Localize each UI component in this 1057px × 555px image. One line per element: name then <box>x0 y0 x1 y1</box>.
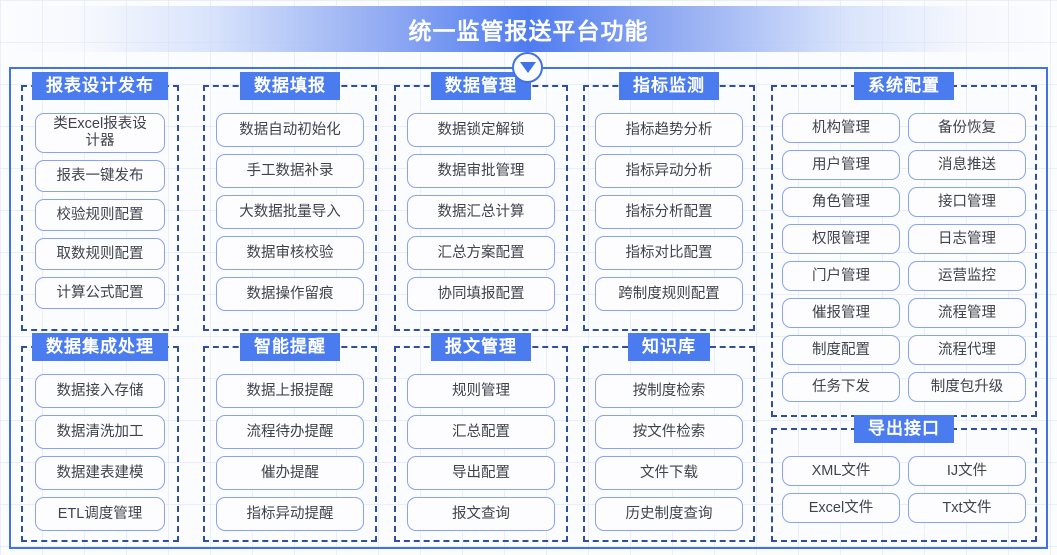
group-title-indicator-monitoring: 指标监测 <box>619 72 719 100</box>
feature-pill[interactable]: 校验规则配置 <box>35 199 165 231</box>
feature-pill[interactable]: 流程待办提醒 <box>216 415 364 449</box>
feature-pill[interactable]: Excel文件 <box>782 493 900 523</box>
group-indicator-monitoring: 指标监测 指标趋势分析 指标异动分析 指标分析配置 指标对比配置 跨制度规则配置 <box>583 72 755 331</box>
feature-pill[interactable]: 跨制度规则配置 <box>595 277 743 311</box>
feature-pill[interactable]: 数据清洗加工 <box>35 415 165 449</box>
feature-pill[interactable]: 报文查询 <box>407 497 555 531</box>
feature-pill[interactable]: 催办提醒 <box>216 456 364 490</box>
feature-pill[interactable]: 流程代理 <box>908 335 1026 365</box>
feature-pill[interactable]: 指标分析配置 <box>595 195 743 229</box>
group-system-config: 系统配置 机构管理 备份恢复 用户管理 消息推送 角色管理 接口管理 权限管理 … <box>771 72 1037 417</box>
feature-pill[interactable]: 数据接入存储 <box>35 374 165 408</box>
feature-pill[interactable]: 门户管理 <box>782 261 900 291</box>
group-body-system-config: 机构管理 备份恢复 用户管理 消息推送 角色管理 接口管理 权限管理 日志管理 … <box>773 107 1035 409</box>
group-title-data-mgmt: 数据管理 <box>431 72 531 100</box>
feature-pill[interactable]: 手工数据补录 <box>216 154 364 188</box>
feature-pill[interactable]: 备份恢复 <box>908 113 1026 143</box>
page-title-banner: 统一监管报送平台功能 <box>0 6 1057 52</box>
feature-pill[interactable]: 数据汇总计算 <box>407 195 555 229</box>
feature-pill[interactable]: 历史制度查询 <box>595 497 743 531</box>
feature-pill[interactable]: 指标对比配置 <box>595 236 743 270</box>
feature-pill[interactable]: 导出配置 <box>407 456 555 490</box>
group-title-message-management: 报文管理 <box>431 333 531 361</box>
feature-pill[interactable]: 协同填报配置 <box>407 277 555 311</box>
feature-pill[interactable]: 大数据批量导入 <box>216 195 364 229</box>
feature-pill[interactable]: 催报管理 <box>782 298 900 328</box>
group-body-smart-reminder: 数据上报提醒 流程待办提醒 催办提醒 指标异动提醒 <box>205 368 375 534</box>
group-body-message-management: 规则管理 汇总配置 导出配置 报文查询 <box>396 368 566 534</box>
feature-pill[interactable]: 机构管理 <box>782 113 900 143</box>
feature-pill[interactable]: 日志管理 <box>908 224 1026 254</box>
feature-pill[interactable]: 计算公式配置 <box>35 277 165 309</box>
feature-pill[interactable]: 取数规则配置 <box>35 238 165 270</box>
group-data-integration: 数据集成处理 数据接入存储 数据清洗加工 数据建表建模 ETL调度管理 <box>21 333 179 542</box>
triangle-down-icon <box>512 52 543 83</box>
feature-pill[interactable]: 用户管理 <box>782 150 900 180</box>
group-title-export-interface: 导出接口 <box>854 415 954 443</box>
feature-pill[interactable]: 数据审核校验 <box>216 236 364 270</box>
group-data-entry: 数据填报 数据自动初始化 手工数据补录 大数据批量导入 数据审核校验 数据操作留… <box>203 72 377 331</box>
feature-pill[interactable]: 消息推送 <box>908 150 1026 180</box>
triangle-down-glyph <box>519 62 536 73</box>
group-title-report-design: 报表设计发布 <box>32 72 168 100</box>
feature-pill[interactable]: 制度配置 <box>782 335 900 365</box>
group-title-system-config: 系统配置 <box>854 72 954 100</box>
feature-pill[interactable]: 数据建表建模 <box>35 456 165 490</box>
feature-pill[interactable]: 规则管理 <box>407 374 555 408</box>
feature-pill[interactable]: 类Excel报表设 计器 <box>35 113 165 153</box>
feature-pill[interactable]: 制度包升级 <box>908 372 1026 402</box>
feature-pill[interactable]: ETL调度管理 <box>35 497 165 531</box>
group-body-report-design: 类Excel报表设 计器 报表一键发布 校验规则配置 取数规则配置 计算公式配置 <box>23 107 177 323</box>
feature-pill[interactable]: Txt文件 <box>908 493 1026 523</box>
group-report-design: 报表设计发布 类Excel报表设 计器 报表一键发布 校验规则配置 取数规则配置… <box>21 72 179 331</box>
feature-pill[interactable]: 文件下载 <box>595 456 743 490</box>
group-title-smart-reminder: 智能提醒 <box>240 333 340 361</box>
group-message-management: 报文管理 规则管理 汇总配置 导出配置 报文查询 <box>394 333 568 542</box>
feature-pill[interactable]: 按文件检索 <box>595 415 743 449</box>
feature-pill[interactable]: 按制度检索 <box>595 374 743 408</box>
group-data-mgmt: 数据管理 数据锁定解锁 数据审批管理 数据汇总计算 汇总方案配置 协同填报配置 <box>394 72 568 331</box>
feature-pill[interactable]: 流程管理 <box>908 298 1026 328</box>
feature-pill[interactable]: IJ文件 <box>908 456 1026 486</box>
feature-pill[interactable]: 运营监控 <box>908 261 1026 291</box>
feature-pill[interactable]: 数据审批管理 <box>407 154 555 188</box>
group-body-data-entry: 数据自动初始化 手工数据补录 大数据批量导入 数据审核校验 数据操作留痕 <box>205 107 375 323</box>
feature-pill[interactable]: 指标异动提醒 <box>216 497 364 531</box>
group-title-data-integration: 数据集成处理 <box>32 333 168 361</box>
group-body-export-interface: XML文件 IJ文件 Excel文件 Txt文件 <box>773 450 1035 534</box>
group-body-indicator-monitoring: 指标趋势分析 指标异动分析 指标分析配置 指标对比配置 跨制度规则配置 <box>585 107 753 323</box>
feature-pill[interactable]: 接口管理 <box>908 187 1026 217</box>
group-body-data-mgmt: 数据锁定解锁 数据审批管理 数据汇总计算 汇总方案配置 协同填报配置 <box>396 107 566 323</box>
page-title: 统一监管报送平台功能 <box>408 18 649 44</box>
feature-pill[interactable]: 汇总配置 <box>407 415 555 449</box>
feature-pill[interactable]: 数据锁定解锁 <box>407 113 555 147</box>
group-title-knowledge-base: 知识库 <box>628 333 710 361</box>
group-knowledge-base: 知识库 按制度检索 按文件检索 文件下载 历史制度查询 <box>583 333 755 542</box>
group-body-data-integration: 数据接入存储 数据清洗加工 数据建表建模 ETL调度管理 <box>23 368 177 534</box>
group-smart-reminder: 智能提醒 数据上报提醒 流程待办提醒 催办提醒 指标异动提醒 <box>203 333 377 542</box>
group-title-data-entry: 数据填报 <box>240 72 340 100</box>
feature-pill[interactable]: 数据操作留痕 <box>216 277 364 311</box>
feature-pill[interactable]: 数据自动初始化 <box>216 113 364 147</box>
group-body-knowledge-base: 按制度检索 按文件检索 文件下载 历史制度查询 <box>585 368 753 534</box>
group-export-interface: 导出接口 XML文件 IJ文件 Excel文件 Txt文件 <box>771 415 1037 542</box>
feature-pill[interactable]: 指标异动分析 <box>595 154 743 188</box>
feature-pill[interactable]: 角色管理 <box>782 187 900 217</box>
feature-pill[interactable]: 汇总方案配置 <box>407 236 555 270</box>
feature-pill[interactable]: 任务下发 <box>782 372 900 402</box>
feature-pill[interactable]: 数据上报提醒 <box>216 374 364 408</box>
feature-pill[interactable]: 权限管理 <box>782 224 900 254</box>
feature-pill[interactable]: 报表一键发布 <box>35 160 165 192</box>
feature-pill[interactable]: XML文件 <box>782 456 900 486</box>
feature-pill[interactable]: 指标趋势分析 <box>595 113 743 147</box>
